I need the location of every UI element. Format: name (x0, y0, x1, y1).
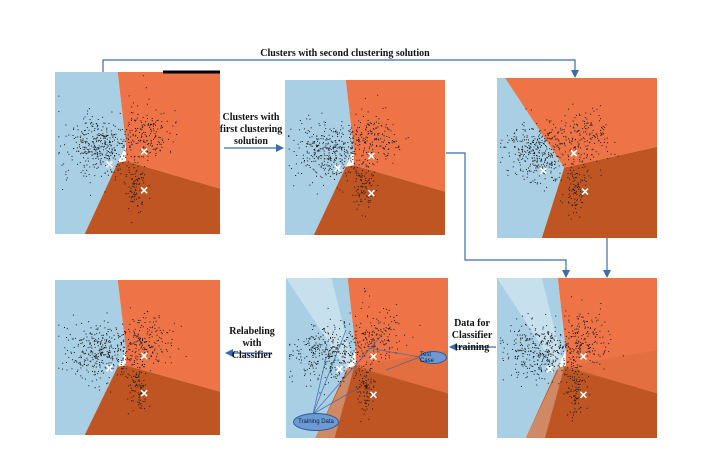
centroid-marker (140, 389, 148, 397)
cluster-region-orange (117, 280, 220, 392)
to-training-arrow-1 (446, 152, 570, 278)
cluster-region-orange (345, 80, 445, 192)
second-clustering-label: Clusters with second clustering solution (260, 48, 430, 59)
first-clustering-label-line2: first clustering (219, 124, 283, 135)
panel-top-right (497, 78, 657, 238)
first-clustering-label-line3: solution (234, 136, 268, 147)
centroid-marker (140, 352, 148, 360)
first-clustering-label-line1: Clusters with (222, 112, 280, 123)
centroid-marker (335, 365, 344, 373)
centroid-marker (579, 391, 587, 399)
classifier-training-label-line3: training (454, 342, 490, 353)
centroid-marker (105, 160, 114, 168)
centroid-marker (570, 149, 578, 157)
training-data-callout: Training Data (293, 413, 339, 431)
centroid-marker (140, 186, 148, 194)
relabeling-label: Relabeling with Classifier (222, 326, 282, 362)
cluster-region-dark-orange (84, 161, 220, 234)
cluster-region-blue (286, 278, 356, 438)
classifier-training-label-line2: Classifier (451, 330, 493, 341)
second-clustering-arrow (102, 59, 579, 78)
centroid-marker (367, 152, 375, 160)
centroid-marker (579, 352, 587, 360)
test-case-callout: Test Case (419, 351, 447, 364)
cluster-region-blue (55, 72, 126, 234)
panel-bottom-right (497, 278, 657, 438)
disagreement-wedge (497, 278, 565, 371)
first-clustering-label: Clusters with first clustering solution (216, 112, 286, 148)
cluster-region-orange (505, 78, 657, 168)
data-points (58, 75, 178, 224)
data-points (500, 103, 619, 220)
disagreement-band (564, 350, 657, 394)
data-points (289, 288, 421, 422)
classifier-training-label-line1: Data for (454, 318, 490, 329)
centroid-marker (140, 147, 148, 155)
centroid-marker (539, 167, 547, 175)
cluster-region-blue (285, 80, 354, 235)
centroid-marker (367, 189, 375, 197)
panel-top-left (55, 70, 220, 234)
cluster-region-dark-orange (541, 146, 657, 238)
cluster-region-blue (55, 280, 126, 435)
centroid-marker (369, 352, 378, 360)
data-points (58, 307, 187, 415)
disagreement-strip (525, 367, 565, 438)
cluster-region-blue (497, 78, 565, 238)
centroid-marker (369, 391, 378, 399)
callout-lines (312, 329, 421, 415)
classifier-training-label: Data for Classifier training (442, 318, 502, 354)
panel-bottom-left (55, 280, 220, 435)
relabeling-label-line2: with (242, 338, 262, 349)
centroid-marker (105, 364, 114, 372)
cluster-region-dark-orange (313, 165, 445, 235)
relabeling-label-line3: Classifier (231, 350, 273, 361)
centroid-marker (334, 164, 342, 172)
cluster-region-blue (497, 278, 566, 438)
relabeling-label-line1: Relabeling (229, 326, 275, 337)
centroid-marker (581, 188, 589, 196)
panel-top-middle (285, 80, 445, 235)
data-points (500, 296, 624, 422)
cluster-region-dark-orange (84, 365, 220, 435)
cluster-region-orange (117, 72, 220, 189)
centroid-marker (546, 365, 554, 373)
